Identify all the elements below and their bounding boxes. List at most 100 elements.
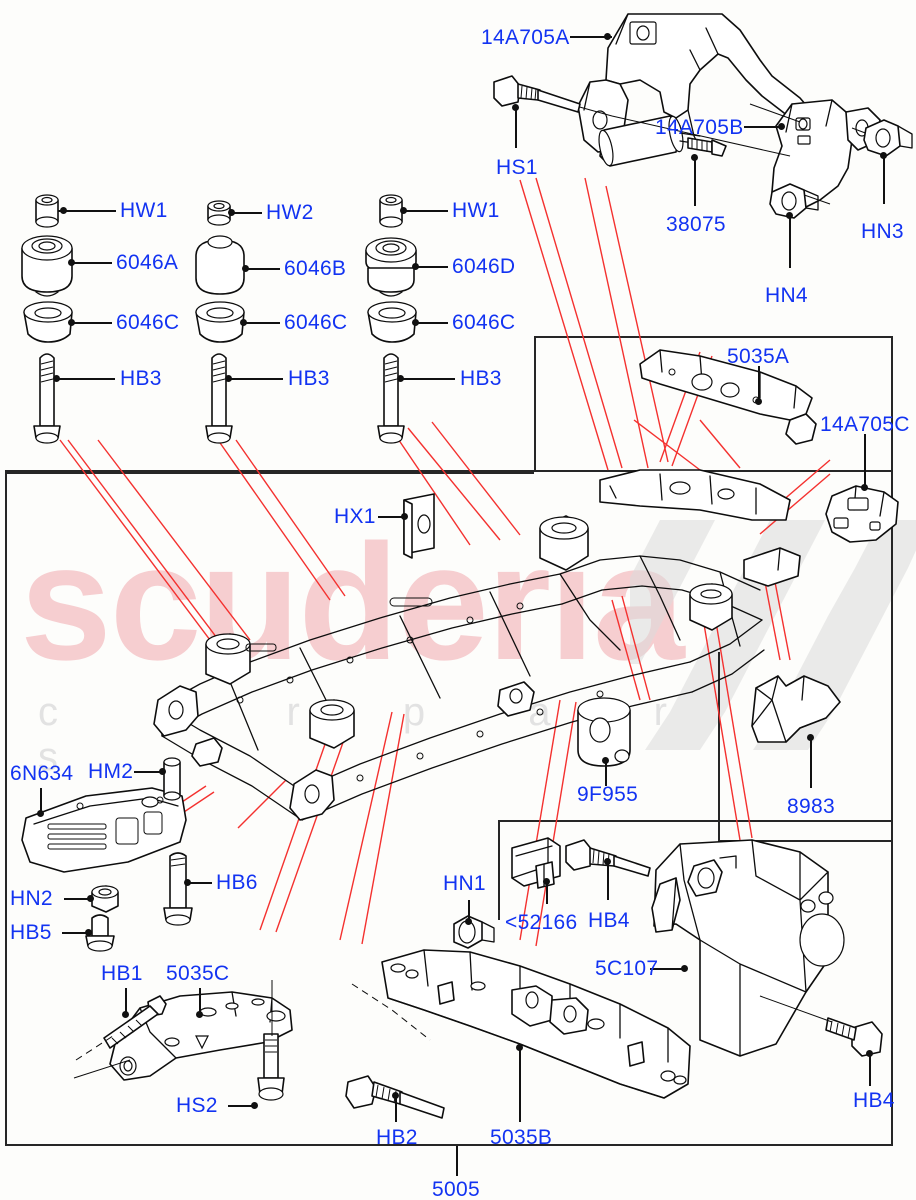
label-5c107: 5C107 xyxy=(595,957,659,980)
part-HB5-bolt xyxy=(85,914,115,952)
label-hb1: HB1 xyxy=(101,962,143,985)
leader-14a705c xyxy=(864,434,866,486)
leader-14a705b xyxy=(744,126,784,128)
anchor-6n634 xyxy=(37,810,44,817)
anchor-hx1 xyxy=(401,513,408,520)
leader-5035a xyxy=(758,366,760,400)
part-HB4-bolt-bottom xyxy=(759,995,883,1057)
part-8983-bracket xyxy=(751,675,841,743)
label-hb4-top: HB4 xyxy=(588,909,630,932)
label-hm2: HM2 xyxy=(88,760,134,783)
frame-turret-mid xyxy=(309,699,355,749)
label-hs2: HS2 xyxy=(176,1094,218,1117)
anchor-hb2 xyxy=(392,1092,399,1099)
anchor-hb3-right xyxy=(397,375,404,382)
part-6N634-underbody-shield xyxy=(21,787,187,873)
label-5035c: 5035C xyxy=(166,962,230,985)
part-HX1-plate xyxy=(403,493,435,559)
leader-hn2 xyxy=(64,898,90,900)
label-hb3-mid: HB3 xyxy=(288,367,330,390)
part-6046C-bushing-left xyxy=(23,301,73,343)
explosion-leader-lines xyxy=(59,177,831,947)
leader-6046b xyxy=(244,268,280,270)
anchor-8983 xyxy=(807,734,814,741)
label-hw1-left: HW1 xyxy=(120,199,168,222)
anchor-14a705b xyxy=(778,123,785,130)
anchor-hb1 xyxy=(122,1011,129,1018)
leader-hb2 xyxy=(395,1096,397,1122)
label-hn2: HN2 xyxy=(10,887,53,910)
leader-hm2 xyxy=(134,771,164,773)
part-5005-frame-assembly xyxy=(153,469,801,821)
leader-hb1 xyxy=(125,988,127,1014)
leader-5035b xyxy=(519,1048,521,1122)
leader-hb4-bottom xyxy=(869,1054,871,1086)
leader-hb3-mid xyxy=(227,378,283,380)
part-HN4-nut xyxy=(769,183,819,219)
label-6046d: 6046D xyxy=(452,255,516,278)
label-hb4-bottom: HB4 xyxy=(853,1089,895,1112)
part-14A705C-bracket xyxy=(825,485,899,543)
leader-hb5 xyxy=(62,932,88,934)
anchor-hn3 xyxy=(880,152,887,159)
leader-hs2 xyxy=(228,1105,254,1107)
part-14A705B-bracket xyxy=(771,99,881,211)
label-6n634: 6N634 xyxy=(10,762,74,785)
anchor-hb6 xyxy=(184,879,191,886)
leader-hs1 xyxy=(515,108,517,148)
label-6046c-mid: 6046C xyxy=(284,311,348,334)
leader-hw1-left xyxy=(58,210,116,212)
anchor-hw2 xyxy=(228,209,235,216)
anchor-5035a xyxy=(755,398,762,405)
label-9f955: 9F955 xyxy=(577,783,639,806)
label-hb3-right: HB3 xyxy=(460,367,502,390)
anchor-38075 xyxy=(691,154,698,161)
anchor-hs1 xyxy=(512,104,519,111)
frame-turret-rear xyxy=(539,515,589,571)
leader-5c107 xyxy=(650,968,684,970)
leader-5005 xyxy=(456,1146,458,1176)
label-hs1: HS1 xyxy=(496,156,538,179)
leader-38075 xyxy=(694,158,696,206)
leader-5035c xyxy=(199,988,201,1014)
anchor-hn2 xyxy=(87,895,94,902)
leader-hn3 xyxy=(883,156,885,204)
leader-hx1 xyxy=(378,516,404,518)
leader-14a705a xyxy=(570,36,612,38)
leader-hb4-top xyxy=(607,862,609,900)
anchor-5035c xyxy=(196,1011,203,1018)
part-6046A-bushing xyxy=(21,235,73,297)
part-HS2-screw xyxy=(257,1033,285,1101)
anchor-hb3-left xyxy=(53,375,60,382)
part-5035B-crossmember xyxy=(351,949,691,1099)
part-6046B-bushing xyxy=(195,235,245,295)
frame-turret-front-left xyxy=(205,633,251,685)
label-5035b: 5035B xyxy=(490,1126,553,1149)
part-HM2-spacer xyxy=(163,757,181,801)
leader-9f955 xyxy=(605,762,607,786)
anchor-hw1-right xyxy=(400,207,407,214)
label-6046b: 6046B xyxy=(284,257,347,280)
anchor-hn4 xyxy=(786,212,793,219)
threaded-stud xyxy=(687,137,727,157)
label-52166: <52166 xyxy=(505,911,578,934)
group-box-tow-bracket xyxy=(498,820,893,920)
leader-hb3-right xyxy=(399,378,455,380)
group-box-main xyxy=(5,470,893,1146)
anchor-5c107 xyxy=(681,965,688,972)
label-6046a: 6046A xyxy=(116,251,179,274)
anchor-6046c-right xyxy=(412,319,419,326)
anchor-hb4-top xyxy=(604,858,611,865)
leader-hb6 xyxy=(186,882,212,884)
anchor-hw1-left xyxy=(60,207,67,214)
part-6046C-bushing-right xyxy=(367,301,417,343)
label-8983: 8983 xyxy=(787,795,835,818)
part-38075-spacer-tube xyxy=(598,115,727,167)
part-HN1-nut xyxy=(453,915,495,949)
label-hb3-left: HB3 xyxy=(120,367,162,390)
part-HB3-bolt-left xyxy=(33,353,61,444)
part-6046C-bushing-mid xyxy=(195,301,245,343)
anchor-hm2 xyxy=(159,768,166,775)
anchor-hb3-mid xyxy=(225,375,232,382)
